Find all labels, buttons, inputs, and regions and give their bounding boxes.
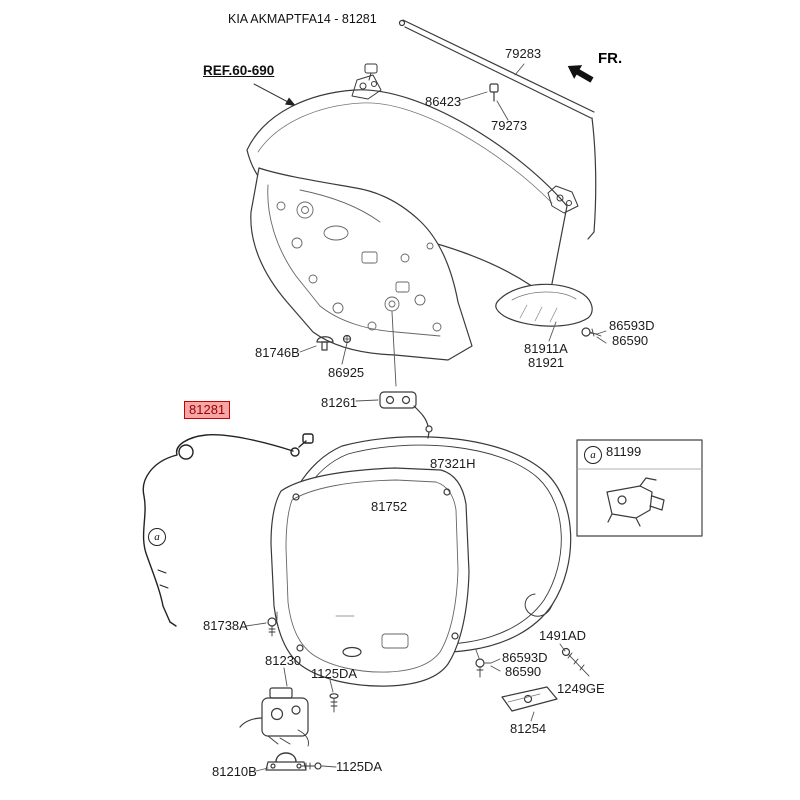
part-label-86593d-bottom[interactable]: 86593D [502,650,548,665]
part-label-81199[interactable]: 81199 [606,444,642,459]
clip-81746b [316,334,352,351]
trunk-latch-81230 [239,687,309,747]
part-label-81254[interactable]: 81254 [510,721,547,736]
part-label-1125da-bottom[interactable]: 1125DA [336,759,383,774]
fr-direction-arrow-icon [567,65,594,83]
part-label-81752[interactable]: 81752 [371,499,408,514]
part-label-86590-top[interactable]: 86590 [612,333,649,348]
part-label-1125da-mid[interactable]: 1125DA [311,666,358,681]
part-label-81230[interactable]: 81230 [265,653,302,668]
trunk-trim-panel [270,467,470,687]
part-label-81210b[interactable]: 81210B [212,764,257,779]
fr-label: FR. [598,50,623,67]
page-title: KIA AKMAPTFA14 - 81281 [228,12,377,26]
clip-86423 [489,83,499,93]
part-label-81738a[interactable]: 81738A [203,618,248,633]
weatherstrip-rod [398,19,597,240]
part-label-1249ge[interactable]: 1249GE [557,681,605,696]
marker-a-cable: a [148,528,166,546]
screw-1491ad [561,647,590,677]
torsion-bar-arm [495,283,593,327]
leader-lines [245,63,607,772]
ref-link[interactable]: REF.60-690 [203,63,275,78]
trunk-release-cable [142,433,314,627]
part-label-79273[interactable]: 79273 [491,118,528,133]
screw-86593d-bottom [475,649,485,678]
lock-striker-81261 [379,311,433,439]
part-label-81281[interactable]: 81281 [184,401,231,420]
part-label-81746b[interactable]: 81746B [255,345,300,360]
part-label-81261[interactable]: 81261 [321,395,358,410]
trunk-lid-inner-panel [250,167,473,361]
part-label-81921[interactable]: 81921 [528,355,565,370]
bracket-81254 [501,686,558,712]
part-label-81911a[interactable]: 81911A [524,341,568,356]
screw-86593d-top [581,327,602,337]
part-label-79283[interactable]: 79283 [505,46,542,61]
part-label-87321h[interactable]: 87321H [430,456,476,471]
bolt-1125da-bottom [301,762,322,770]
part-label-86925[interactable]: 86925 [328,365,365,380]
trunk-hinges [351,63,579,214]
part-label-86590-bottom[interactable]: 86590 [505,664,542,679]
marker-a-inset: a [584,446,602,464]
part-label-86593d-top[interactable]: 86593D [609,318,655,333]
screw-81738a [267,617,277,637]
bolt-1125da-mid [329,693,339,713]
part-label-86423[interactable]: 86423 [425,94,462,109]
ref-pointer-arrow-icon [253,83,296,106]
part-label-1491ad[interactable]: 1491AD [539,628,586,643]
striker-81210b [265,752,307,771]
